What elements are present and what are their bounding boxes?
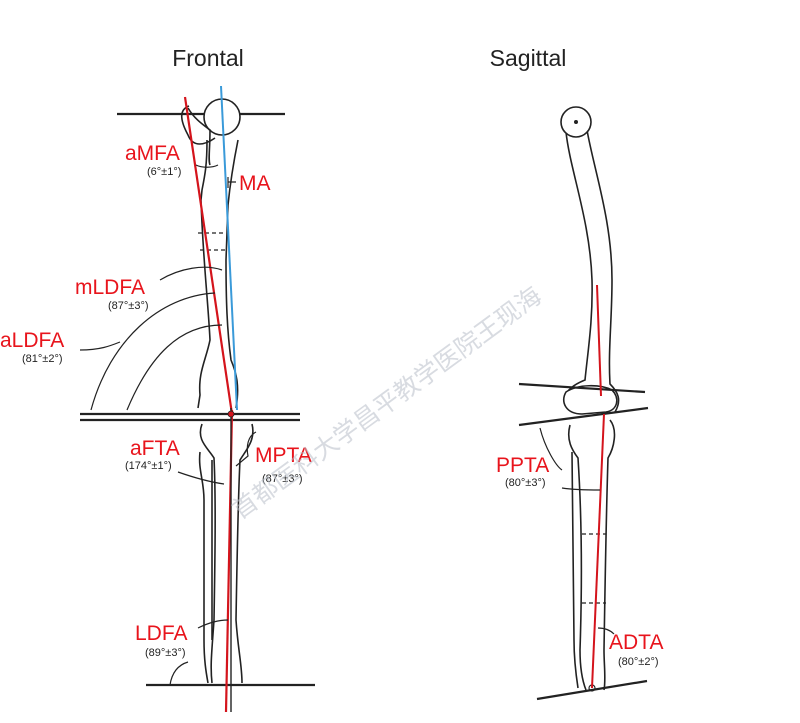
femoral-head-center (574, 120, 578, 124)
greater-trochanter-frontal (187, 107, 211, 166)
adta-value: (80°±2°) (618, 656, 659, 668)
ankle-joint-line-sagittal (536, 679, 648, 701)
adta-label: ADTA (609, 631, 663, 654)
mldfa-label: mLDFA (75, 276, 145, 299)
aldfa-leader (79, 341, 121, 351)
ma-label: MA (239, 172, 271, 195)
ma-marker (227, 177, 236, 188)
ppta-arc (539, 427, 563, 471)
amfa-value: (6°±1°) (147, 166, 181, 178)
mpta-arc (235, 431, 257, 467)
frontal-view: Frontal aMFA (6°±1°) (0, 45, 315, 713)
femoral-condyle-sagittal (562, 384, 618, 415)
afta-leader (177, 471, 225, 485)
knee-joint-line-sagittal-femoral (518, 382, 646, 394)
frontal-title: Frontal (172, 45, 244, 71)
tibia-outline-sagittal (567, 419, 616, 691)
sagittal-title: Sagittal (490, 45, 567, 71)
aldfa-arc (90, 292, 216, 411)
ppta-label: PPTA (496, 454, 549, 477)
femoral-axis-sagittal (596, 284, 602, 397)
tibial-axis-sagittal (591, 413, 605, 689)
mpta-label: MPTA (255, 444, 312, 467)
watermark-text: 首都医科大学昌平教学医院王现海 (226, 281, 546, 525)
fibula-outline-sagittal (571, 451, 579, 689)
mldfa-value: (87°±3°) (108, 300, 149, 312)
ldfa-value: (89°±3°) (145, 647, 186, 659)
knee-joint-line-sagittal-tibial (518, 406, 649, 427)
sagittal-view: Sagittal PPTA (80°±3°) ADTA (80°±2°) (490, 45, 663, 701)
femur-outline-sagittal (564, 129, 620, 413)
afta-label: aFTA (130, 437, 180, 460)
aldfa-label: aLDFA (0, 329, 64, 352)
fibula-outline-frontal (198, 451, 213, 684)
mldfa-leader (159, 266, 223, 281)
afta-value: (174°±1°) (125, 460, 172, 472)
anatomic-femoral-axis (183, 96, 234, 415)
knee-center-point (227, 410, 235, 418)
ppta-leader (561, 487, 601, 491)
ldfa-arc (169, 661, 189, 686)
ldfa-label: LDFA (135, 622, 188, 645)
ldfa-leader (197, 619, 229, 629)
mechanical-axis (220, 85, 238, 411)
adta-leader (597, 627, 615, 635)
ppta-value: (80°±3°) (505, 477, 546, 489)
amfa-label: aMFA (125, 142, 180, 165)
amfa-arc (195, 164, 219, 168)
aldfa-value: (81°±2°) (22, 353, 63, 365)
mpta-value: (87°±3°) (262, 473, 303, 485)
mldfa-arc (126, 324, 223, 411)
